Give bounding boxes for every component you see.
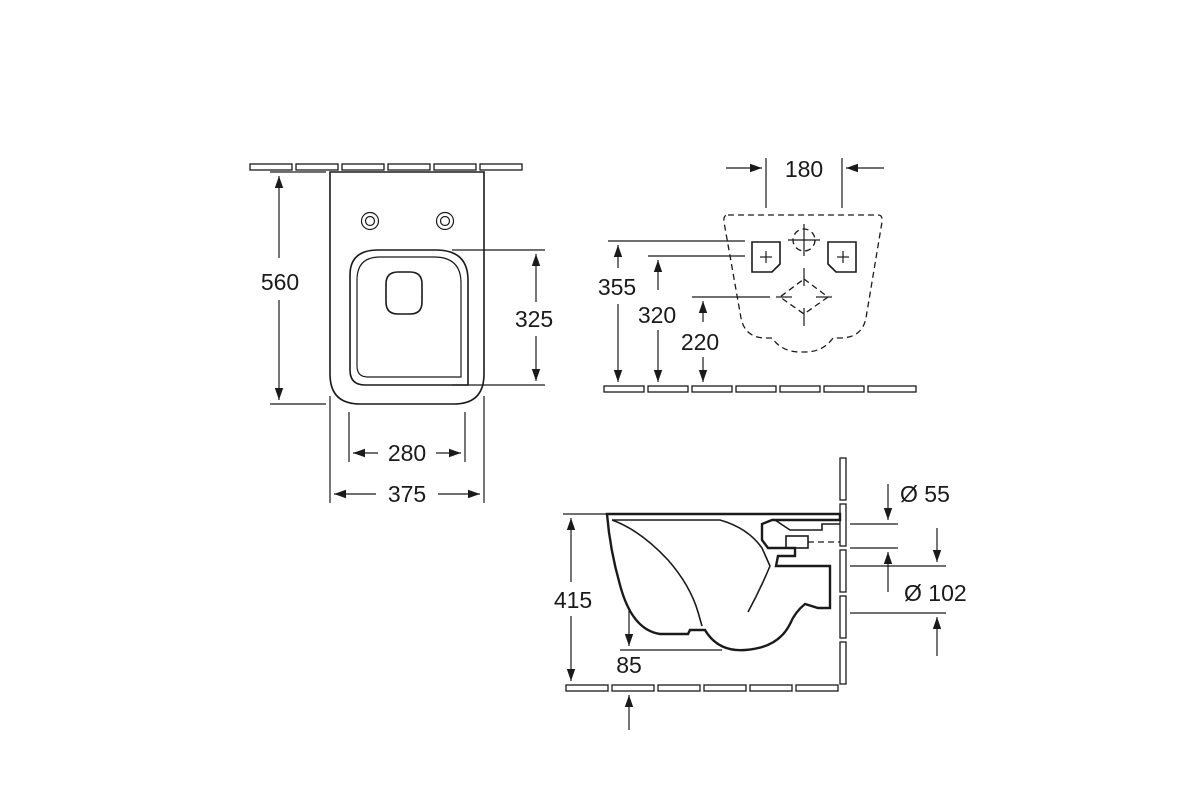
dimension-355: 355 <box>598 240 745 382</box>
dimension-280-label: 280 <box>388 440 426 466</box>
seat-opening <box>349 249 469 386</box>
flush-rim <box>774 519 840 531</box>
rear-view-floor <box>603 385 917 393</box>
dimension-85-label: 85 <box>616 652 642 678</box>
dimension-560: 560 <box>261 171 326 405</box>
dimension-o55: Ø 55 <box>850 481 950 592</box>
fixing-bracket-right <box>827 241 857 273</box>
top-view: 560 325 280 375 <box>249 163 553 507</box>
dimension-180-label: 180 <box>785 156 823 182</box>
outlet-marker <box>776 268 832 326</box>
dimension-o55-label: Ø 55 <box>900 481 950 507</box>
dimension-o102: Ø 102 <box>850 528 967 656</box>
dimension-325-label: 325 <box>515 306 553 332</box>
dimension-325: 325 <box>452 249 553 386</box>
rear-outline-dashed <box>723 214 883 353</box>
bowl-profile <box>605 512 842 652</box>
rear-view: 180 355 320 220 <box>598 156 917 393</box>
dimension-280: 280 <box>348 412 466 466</box>
dimension-320-label: 320 <box>638 302 676 328</box>
top-view-wall <box>249 163 523 171</box>
dimension-180: 180 <box>726 156 884 208</box>
inner-square <box>385 271 423 315</box>
dimension-415-label: 415 <box>554 587 592 613</box>
dimension-220: 220 <box>681 296 770 382</box>
bowl-outline <box>329 171 485 405</box>
dimension-560-label: 560 <box>261 269 299 295</box>
dimension-375: 375 <box>329 396 485 507</box>
dimension-320: 320 <box>638 255 745 382</box>
dimension-355-label: 355 <box>598 274 636 300</box>
dimension-o102-label: Ø 102 <box>904 580 967 606</box>
inlet-connector <box>785 535 840 549</box>
side-view: 415 85 Ø 55 Ø 102 <box>554 457 967 730</box>
bowl-inner-curve <box>612 519 771 613</box>
dimension-220-label: 220 <box>681 329 719 355</box>
fixing-bracket-left <box>751 241 781 273</box>
dimension-415: 415 <box>554 513 612 681</box>
dimension-375-label: 375 <box>388 481 426 507</box>
seat-hinge-hole-left <box>360 211 380 231</box>
seat-inner <box>356 256 462 378</box>
side-view-floor <box>565 684 839 692</box>
dimension-85: 85 <box>616 608 722 730</box>
side-view-wall <box>839 457 847 685</box>
seat-hinge-hole-right <box>435 211 455 231</box>
bowl-inner-line <box>611 519 703 627</box>
inlet-marker <box>788 224 820 256</box>
